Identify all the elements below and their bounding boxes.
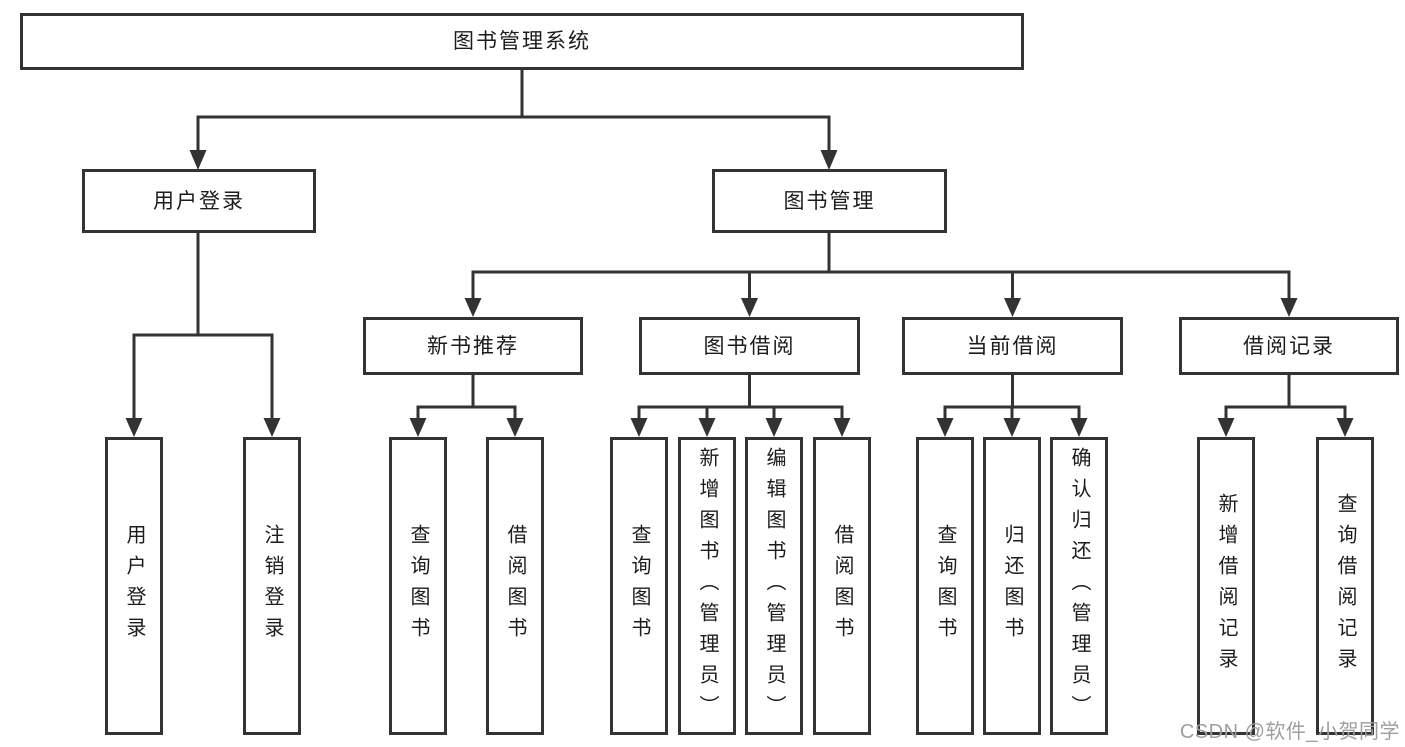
arrowhead-icons-user-login (125, 418, 281, 437)
node-label: 新增借阅记录 (1215, 493, 1237, 679)
node-book-management: 图书管理 (712, 169, 947, 233)
connector-borrow-record-branch (1224, 375, 1347, 420)
node-label: 用户登录 (153, 189, 245, 213)
node-current-borrow: 当前借阅 (902, 317, 1123, 375)
connector-root-to-level2 (196, 68, 831, 152)
node-book-borrow: 图书借阅 (639, 317, 860, 375)
leaf-borrow-book-newbook: 借阅图书 (486, 437, 544, 735)
leaf-user-login: 用户登录 (105, 437, 163, 735)
leaf-borrow-book: 借阅图书 (813, 437, 871, 735)
node-new-book-recommend: 新书推荐 (363, 317, 583, 375)
leaf-confirm-return-admin: 确认归还（管理员） (1050, 437, 1108, 735)
node-label: 借阅记录 (1243, 334, 1335, 358)
node-label: 查询图书 (407, 524, 429, 648)
node-label: 新书推荐 (427, 334, 519, 358)
leaf-edit-book-admin: 编辑图书（管理员） (745, 437, 803, 735)
arrowhead-icons-current-borrow (936, 418, 1088, 437)
arrowhead-icons-level2 (189, 150, 838, 170)
node-label: 查询图书 (628, 524, 650, 648)
leaf-query-book-newbook: 查询图书 (389, 437, 447, 735)
node-label: 查询借阅记录 (1334, 493, 1356, 679)
node-label: 确认归还（管理员） (1068, 446, 1090, 726)
node-label: 当前借阅 (966, 334, 1059, 358)
node-label: 用户登录 (123, 524, 145, 648)
node-label: 图书管理 (783, 189, 876, 213)
connector-book-mgmt-branch (471, 233, 1291, 300)
connector-current-borrow-branch (943, 375, 1081, 420)
connector-user-login-branch (132, 233, 274, 420)
node-borrow-record: 借阅记录 (1179, 317, 1399, 375)
connector-new-book-branch (416, 375, 517, 420)
node-label: 新增图书（管理员） (696, 446, 718, 726)
leaf-logout: 注销登录 (243, 437, 301, 735)
leaf-query-book-borrow: 查询图书 (610, 437, 668, 735)
node-label: 归还图书 (1001, 524, 1023, 648)
leaf-query-book-current: 查询图书 (916, 437, 974, 735)
leaf-add-borrow-record: 新增借阅记录 (1197, 437, 1255, 735)
node-label: 查询图书 (934, 524, 956, 648)
node-label: 借阅图书 (504, 524, 526, 648)
arrowhead-icons-level3 (464, 298, 1298, 317)
arrowhead-icons-borrow-record (1217, 418, 1354, 437)
node-label: 图书管理系统 (453, 30, 591, 53)
arrowhead-icons-new-book (409, 418, 524, 437)
arrowhead-icons-book-borrow (630, 418, 851, 437)
leaf-add-book-admin: 新增图书（管理员） (678, 437, 736, 735)
csdn-watermark: CSDN @软件_小贺同学 (1179, 721, 1400, 743)
node-user-login: 用户登录 (82, 169, 316, 233)
node-label: 借阅图书 (831, 524, 853, 648)
leaf-return-book: 归还图书 (983, 437, 1041, 735)
node-root-system: 图书管理系统 (20, 13, 1024, 70)
node-label: 注销登录 (261, 524, 283, 648)
node-label: 编辑图书（管理员） (763, 446, 785, 726)
leaf-query-borrow-record: 查询借阅记录 (1316, 437, 1374, 735)
connector-book-borrow-branch (637, 375, 844, 420)
node-label: 图书借阅 (703, 334, 796, 358)
